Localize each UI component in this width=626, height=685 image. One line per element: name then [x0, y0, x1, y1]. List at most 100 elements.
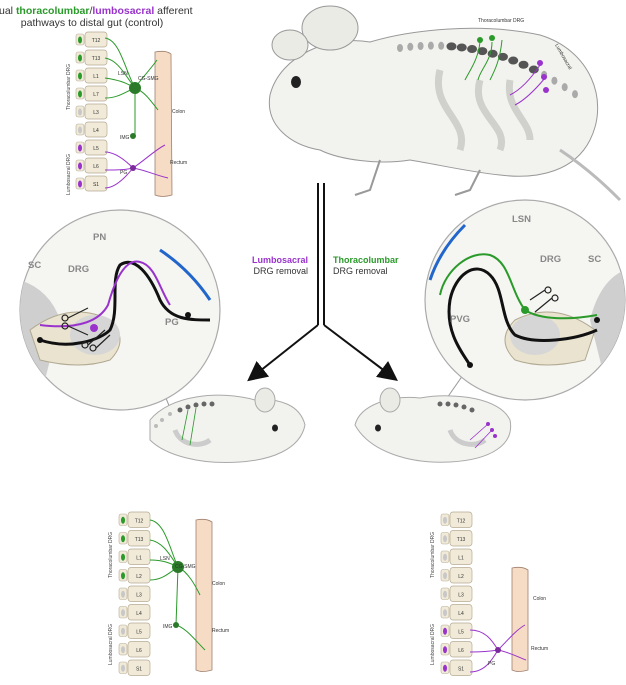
top-drg-l4: [78, 126, 82, 134]
br-drg-t12: [443, 516, 447, 524]
top-pg-ganglion: [130, 165, 136, 171]
top-vertebra-l7: [84, 85, 108, 102]
right-circle-lsn-label: LSN: [512, 214, 531, 225]
left-circle-pn-label: PN: [93, 232, 106, 243]
lumbosacral-removal-title: Lumbosacral: [252, 255, 308, 265]
mouse-vertebra: [551, 76, 558, 85]
top-spine-panel: Thoracolumbar DRG Lumbosacral DRG T12T13…: [66, 31, 187, 197]
right-circle-pvg-label: PVG: [450, 314, 470, 325]
mouse-vertebra: [572, 90, 578, 99]
bl-vertebra-l1: [127, 548, 151, 565]
br-vertebra-l1: [449, 548, 473, 565]
figure-subtitle: pathways to distal gut (control): [21, 17, 163, 29]
bl-drg-l1: [121, 553, 125, 561]
br-drg-t13: [443, 535, 447, 543]
right-circle-sc-label: SC: [588, 254, 601, 265]
top-drg-l1: [78, 72, 82, 80]
bl-img-label: IMG: [163, 624, 173, 630]
top-colon-label: Colon: [172, 109, 185, 115]
top-vertebra-label: L3: [93, 110, 99, 116]
top-pg-label: PG: [120, 170, 127, 176]
top-vertebra-label: T13: [92, 56, 101, 62]
br-pg-label: PG: [488, 661, 495, 667]
top-mouse-spine: [397, 41, 578, 99]
top-drg-l6: [78, 162, 82, 170]
top-vertebra-l5: [84, 139, 108, 156]
top-vertebra-label: L1: [93, 74, 99, 80]
bl-colon-label: Colon: [212, 581, 225, 587]
br-vertebra-label: T12: [457, 518, 466, 524]
br-colon-label: Colon: [533, 596, 546, 602]
thoracolumbar-removal-title: Thoracolumbar: [333, 255, 399, 265]
left-circle-pg-label: PG: [165, 317, 179, 328]
br-vertebra-l2: [449, 567, 473, 584]
br-lumbosacral-drg-label: Lumbosacral DRG: [430, 624, 436, 665]
bl-vertebra-l6: [127, 641, 151, 658]
top-vertebra-t13: [84, 49, 108, 66]
br-vertebra-label: L4: [458, 611, 464, 617]
top-vertebra-l1: [84, 67, 108, 84]
br-vertebra-s1: [449, 659, 473, 676]
bl-vertebra-label: T12: [135, 518, 144, 524]
bl-cg-smg-label: CG-SMG: [175, 564, 196, 570]
mouse-vertebra: [446, 42, 457, 51]
bl-vertebra-label: T13: [135, 537, 144, 543]
bl-vertebra-label: L6: [136, 648, 142, 654]
bl-vertebra-l5: [127, 622, 151, 639]
bl-vertebra-label: L1: [136, 555, 142, 561]
br-drg-l4: [443, 609, 447, 617]
bl-vertebra-l4: [127, 604, 151, 621]
br-vertebra-label: L2: [458, 574, 464, 580]
top-img-ganglion: [130, 133, 136, 139]
top-vertebra-t12: [84, 31, 108, 48]
br-vertebra-label: S1: [458, 666, 464, 672]
mouse-vertebra: [407, 42, 414, 51]
top-vertebra-label: L4: [93, 128, 99, 134]
top-drg-t12: [78, 36, 82, 44]
top-vertebra-label: S1: [93, 182, 99, 188]
bl-drg-t13: [121, 535, 125, 543]
top-colon-shape: [154, 50, 173, 197]
bl-vertebra-label: L3: [136, 592, 142, 598]
br-pg-ganglion: [495, 647, 501, 653]
br-drg-l3: [443, 590, 447, 598]
br-drg-s1: [443, 664, 447, 672]
left-circle-drg-label: DRG: [68, 264, 89, 275]
bl-lumbosacral-drg-label: Lumbosacral DRG: [108, 624, 114, 665]
bl-drg-l3: [121, 590, 125, 598]
br-drg-l6: [443, 646, 447, 654]
mouse-vertebra: [518, 60, 529, 69]
bl-drg-l6: [121, 646, 125, 654]
mouse-vertebra: [438, 41, 445, 50]
top-vertebra-l4: [84, 121, 108, 138]
mouse-vertebra: [456, 43, 467, 52]
branching-arrows: [247, 183, 398, 382]
br-drg-l1: [443, 553, 447, 561]
bl-vertebra-t12: [127, 511, 151, 528]
top-lumbosacral-drg-label: Lumbosacral DRG: [66, 154, 72, 195]
top-vertebra-l6: [84, 157, 108, 174]
top-drg-l3: [78, 108, 82, 116]
top-drg-l7: [78, 90, 82, 98]
br-vertebra-label: L3: [458, 592, 464, 598]
bl-vertebra-l2: [127, 567, 151, 584]
bl-vertebra-label: L4: [136, 611, 142, 617]
top-drg-l5: [78, 144, 82, 152]
mouse-vertebra: [561, 83, 568, 92]
top-rectum-label: Rectum: [170, 160, 187, 166]
figure-title: Dual thoracolumbar/lumbosacral afferent: [0, 5, 193, 17]
br-rectum-label: Rectum: [531, 646, 548, 652]
br-drg-l2: [443, 572, 447, 580]
br-vertebra-t12: [449, 511, 473, 528]
top-vertebra-l3: [84, 103, 108, 120]
mouse-thoracolumbar-drg-label: Thoracolumbar DRG: [478, 18, 524, 24]
top-vertebra-label: L7: [93, 92, 99, 98]
mouse-vertebra: [417, 42, 424, 51]
bl-vertebra-l3: [127, 585, 151, 602]
br-vertebra-l3: [449, 585, 473, 602]
